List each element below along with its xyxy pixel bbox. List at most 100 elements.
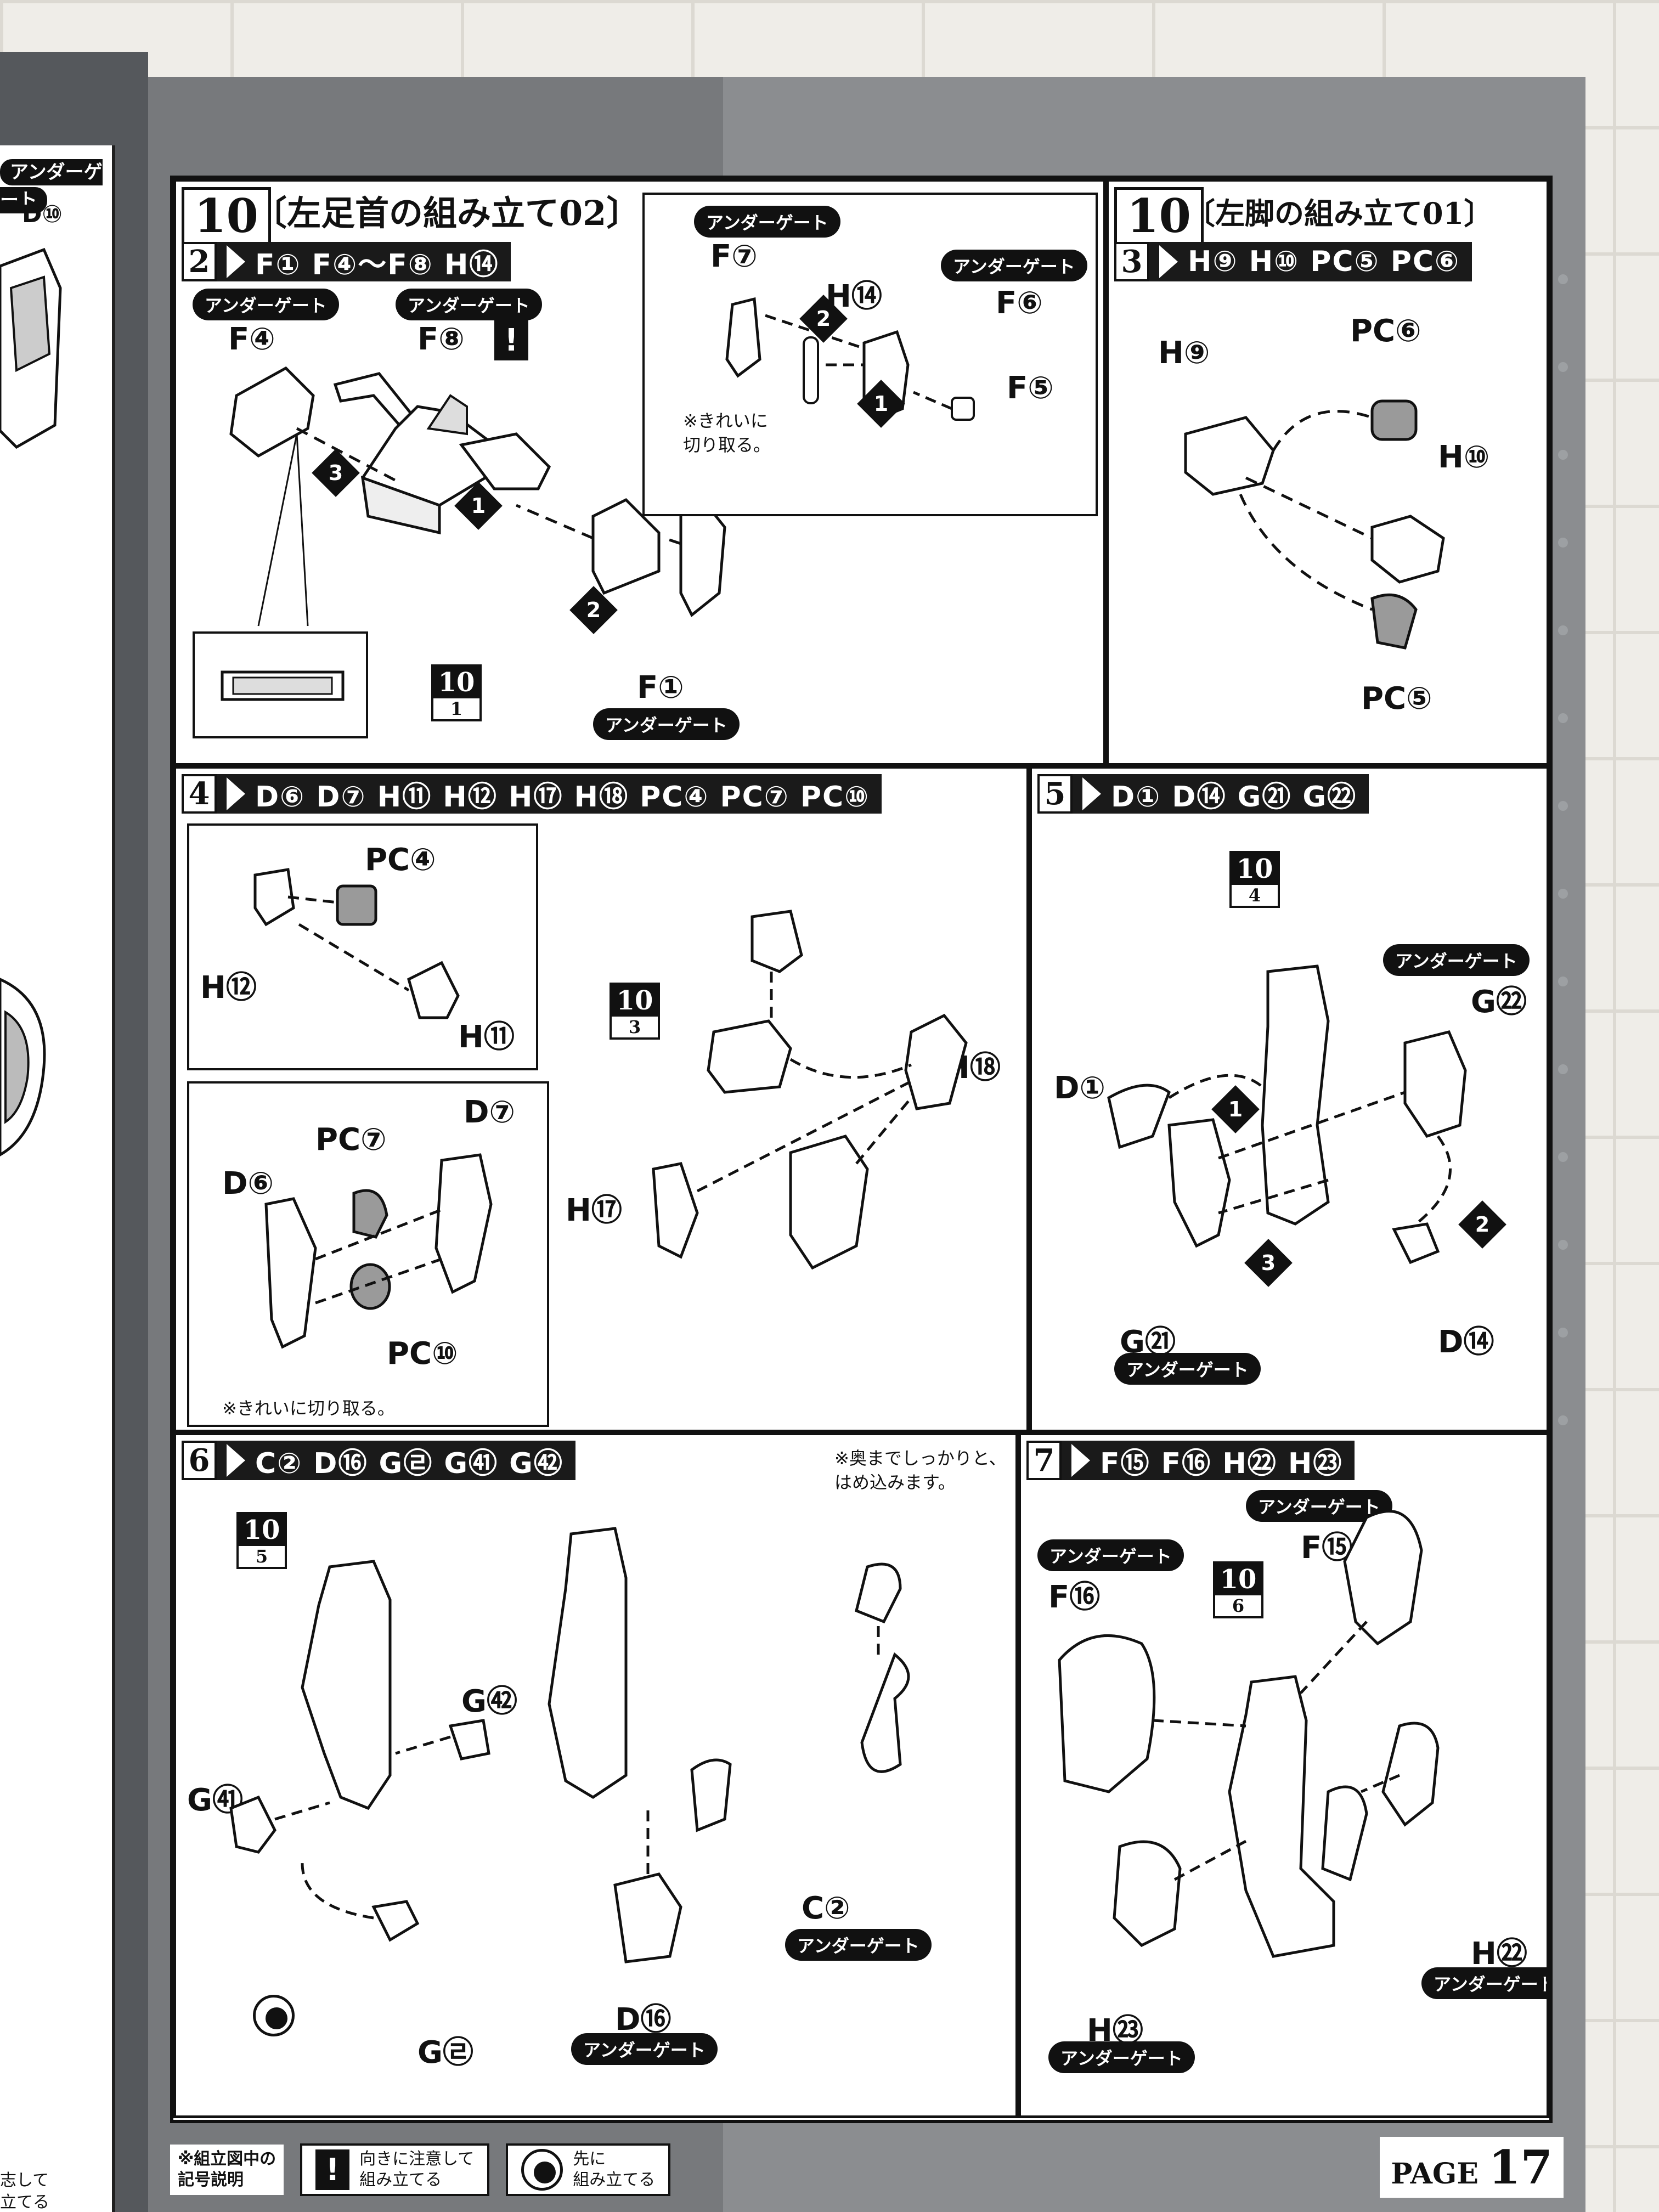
part-label-f4: F④	[228, 321, 275, 357]
under-gate-badge: アンダーゲート	[694, 206, 840, 238]
instruction-sheet: 10 〔左足首の組み立て02〕 2 F① F④～F⑧ H⑭ アンダーゲート F④…	[170, 176, 1553, 2123]
step-parts-list: F① F④～F⑧ H⑭	[255, 248, 499, 281]
page-number: PAGE 17	[1380, 2137, 1564, 2198]
section-title: 〔左足首の組み立て02〕	[253, 193, 641, 233]
detail-inset	[193, 631, 368, 738]
arrow-right-icon	[227, 777, 245, 810]
part-label-f1: F①	[637, 670, 684, 706]
step-order-marker: 3	[1244, 1239, 1293, 1287]
under-gate-badge: アンダーゲート	[396, 289, 542, 320]
part-label-f5: F⑤	[1007, 370, 1054, 406]
part-label-f6: F⑥	[996, 285, 1043, 321]
legend-orientation: ! 向きに注意して 組み立てる	[300, 2143, 490, 2196]
knee-parts-illustration	[264, 1153, 493, 1349]
part-label-d7: D⑦	[464, 1094, 515, 1130]
insert-note: ※奥までしっかりと、 はめ込みます。	[834, 1448, 1007, 1493]
step-number: 5	[1037, 774, 1073, 814]
step-parts-list: C② D⑯ G㉣ G㊶ G㊷	[255, 1447, 563, 1480]
step-bar: 5 D① D⑭ G㉑ G㉒	[1037, 774, 1369, 814]
page-prefix: PAGE	[1391, 2157, 1479, 2191]
part-label-pc5: PC⑤	[1361, 681, 1432, 716]
instruction-page: 10 〔左足首の組み立て02〕 2 F① F④～F⑧ H⑭ アンダーゲート F④…	[148, 77, 1585, 2212]
step-parts-list: F⑮ F⑯ H㉒ H㉓	[1100, 1447, 1343, 1480]
part-label-pc6: PC⑥	[1350, 313, 1421, 349]
part-label-h10: H⑩	[1438, 439, 1490, 475]
panel-step-5: 5 D① D⑭ G㉑ G㉒ 10 4 アンダーゲート G㉒ D① G㉑ D⑭ ア…	[1029, 766, 1549, 1432]
cut-note: ※きれいに 切り取る。	[683, 410, 771, 455]
ankle-assembly-illustration	[229, 366, 726, 627]
left-part-illustration-2	[0, 978, 46, 1156]
part-label-h22: H㉒	[1471, 1936, 1527, 1972]
reference-box: 10 6	[1213, 1561, 1263, 1618]
reference-box: 10 5	[236, 1512, 287, 1569]
step-bar: 7 F⑮ F⑯ H㉒ H㉓	[1026, 1441, 1355, 1480]
step-parts-list: D⑥ D⑦ H⑪ H⑫ H⑰ H⑱ PC④ PC⑦ PC⑩	[255, 780, 870, 814]
left-facing-page: アンダーゲート D⑩ 志して 立てる	[0, 52, 148, 2212]
left-gate-label: アンダーゲート	[0, 156, 112, 213]
caution-icon: !	[494, 320, 528, 360]
step-order-marker: 1	[1211, 1085, 1260, 1133]
leg-armor-assembly-illustration	[1058, 1510, 1440, 1958]
part-label-f7: F⑦	[710, 239, 758, 274]
part-label-g38: G㉣	[417, 2035, 473, 2070]
section-title: 〔左脚の組み立て01〕	[1186, 196, 1494, 231]
step-number: 7	[1026, 1441, 1062, 1480]
under-gate-badge: アンダーゲート	[571, 2033, 718, 2065]
under-gate-badge: アンダーゲート	[1114, 1353, 1261, 1385]
left-page-sheet: アンダーゲート D⑩ 志して 立てる	[0, 145, 115, 2212]
part-label-f16: F⑯	[1048, 1579, 1101, 1615]
step-bar: 2 F① F④～F⑧ H⑭	[182, 242, 511, 281]
part-label-pc10: PC⑩	[387, 1336, 458, 1372]
caution-icon: !	[315, 2149, 350, 2190]
page-number-value: 17	[1488, 2140, 1553, 2194]
under-gate-badge: アンダーゲート	[785, 1929, 932, 1961]
part-label-c2: C②	[802, 1891, 850, 1926]
part-label-h12: H⑫	[200, 970, 257, 1006]
part-label-pc4: PC④	[365, 842, 436, 878]
under-gate-badge: アンダーゲート	[1421, 1967, 1547, 1999]
binder-holes	[1558, 274, 1580, 2030]
step-order-marker: 1	[857, 380, 905, 428]
part-label-d6: D⑥	[222, 1166, 274, 1201]
detail-inset-knee: PC⑦ D⑦ D⑥ PC⑩ ※きれいに切り取る。	[187, 1081, 549, 1427]
shin-frame-illustration	[1107, 964, 1467, 1265]
panel-step-2: 10 〔左足首の組み立て02〕 2 F① F④～F⑧ H⑭ アンダーゲート F④…	[173, 179, 1106, 766]
step-number: 3	[1114, 242, 1149, 281]
under-gate-badge: アンダーゲート	[941, 250, 1087, 281]
part-label-h9: H⑨	[1158, 335, 1210, 371]
step-order-marker: 3	[312, 449, 360, 497]
part-label-f15: F⑮	[1301, 1530, 1353, 1566]
under-gate-badge: アンダーゲート	[1383, 944, 1530, 976]
arrow-right-icon	[227, 1444, 245, 1477]
step-order-marker: 2	[1458, 1200, 1506, 1249]
detail-inset-heel: アンダーゲート F⑦ H⑭ アンダーゲート F⑥ F⑤ ※きれいに 切り取る。 …	[642, 193, 1098, 516]
panel-step-3: 10 〔左脚の組み立て01〕 3 H⑨ H⑩ PC⑤ PC⑥ H⑨ PC⑥ H⑩…	[1106, 179, 1549, 766]
part-label-d14: D⑭	[1438, 1324, 1494, 1360]
build-first-icon	[521, 2149, 563, 2191]
reference-box: 10 3	[610, 983, 660, 1040]
left-part-label: D⑩	[22, 200, 63, 228]
legend-first-text: 先に 組み立てる	[573, 2149, 656, 2190]
gate-detail-illustration	[221, 670, 345, 701]
part-label-h11: H⑪	[458, 1019, 515, 1055]
under-gate-badge: アンダーゲート	[1037, 1539, 1184, 1571]
legend-orientation-text: 向きに注意して 組み立てる	[359, 2149, 475, 2190]
legend-first: 先に 組み立てる	[506, 2143, 671, 2196]
arrow-right-icon	[1082, 777, 1101, 810]
detail-inset-hinge: PC④ H⑫ H⑪	[187, 823, 538, 1070]
cut-note: ※きれいに切り取る。	[222, 1398, 395, 1419]
part-label-h17: H⑰	[566, 1193, 622, 1228]
symbol-legend: ※組立図中の 記号説明 ! 向きに注意して 組み立てる 先に 組み立てる	[170, 2140, 1553, 2200]
part-label-g42: G㊷	[461, 1684, 517, 1719]
step-bar: 3 H⑨ H⑩ PC⑤ PC⑥	[1114, 242, 1472, 281]
legend-title: ※組立図中の 記号説明	[170, 2145, 284, 2195]
panel-step-7: 7 F⑮ F⑯ H㉒ H㉓ アンダーゲート F⑮ アンダーゲート F⑯ 10 6…	[1018, 1432, 1549, 2118]
part-label-d1: D①	[1054, 1070, 1105, 1106]
under-gate-badge: アンダーゲート	[1048, 2041, 1195, 2073]
step-number: 4	[182, 774, 217, 814]
part-label-pc7: PC⑦	[315, 1122, 387, 1158]
step-number: 6	[182, 1441, 217, 1480]
step-parts-list: H⑨ H⑩ PC⑤ PC⑥	[1188, 245, 1460, 278]
section-number: 10	[182, 187, 271, 245]
part-label-g26: G㉒	[1471, 984, 1527, 1020]
